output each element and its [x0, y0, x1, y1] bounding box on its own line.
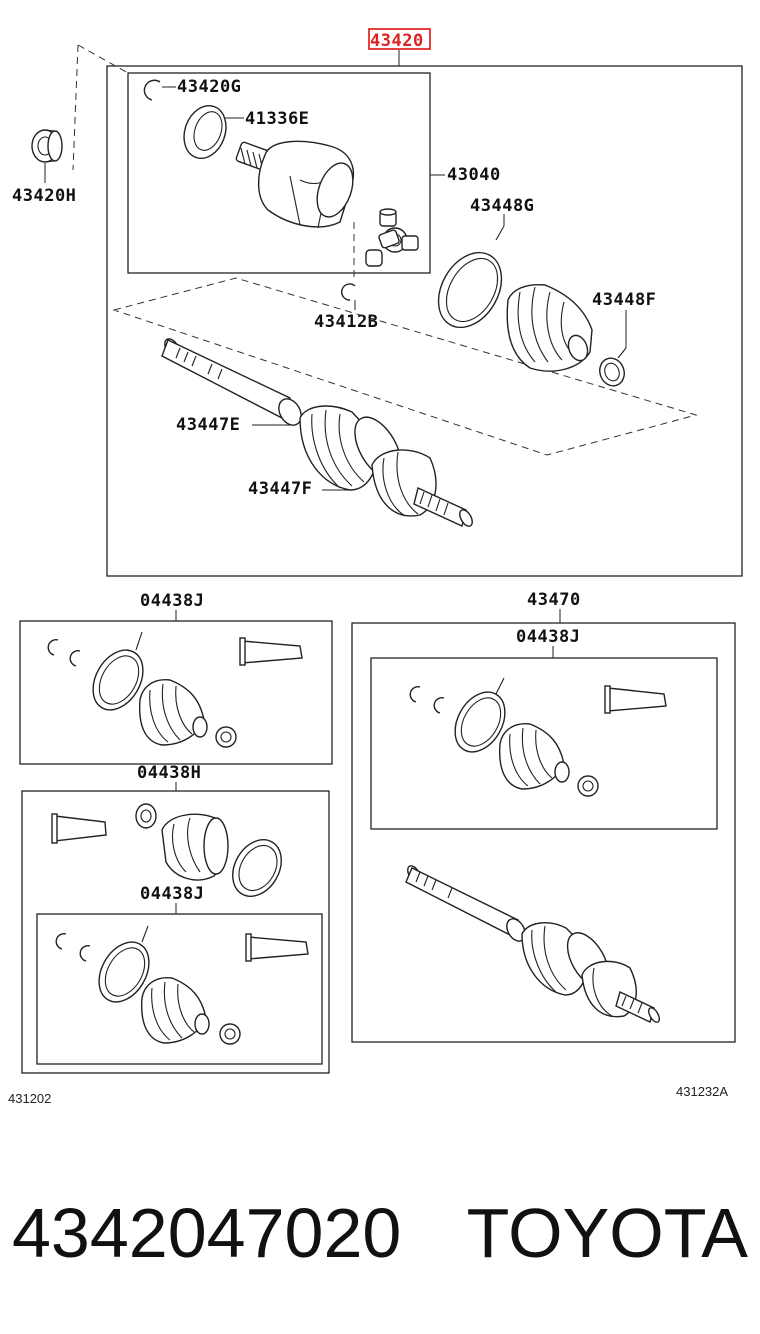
label-boot-kit-j-top[interactable]: 04438J [140, 591, 204, 611]
label-snap-ring-g[interactable]: 43420G [177, 77, 241, 97]
label-boot-clamp-g[interactable]: 43448G [470, 196, 534, 216]
shaft-set-driveshaft-part [405, 865, 660, 1023]
boot-kit-j-bottom-parts [55, 925, 309, 1045]
snap-ring-b-part [341, 283, 356, 301]
boot-kit-j-top-parts [47, 631, 303, 748]
label-boot-kit-j-right[interactable]: 04438J [516, 627, 580, 647]
assembly-highlight-box [368, 28, 431, 50]
boot-kit-j-right-frame [370, 657, 718, 830]
boot-kit-boot-part [506, 283, 593, 372]
label-shaft-set[interactable]: 43470 [527, 590, 581, 610]
drive-shaft-assembly-part [161, 338, 473, 527]
shaft-set-frame [351, 622, 736, 1043]
label-clamp-e[interactable]: 43447E [176, 415, 240, 435]
label-seal-h[interactable]: 43420H [12, 186, 76, 206]
snap-ring-g-part [143, 79, 161, 101]
boot-clamp-g-part [437, 225, 505, 329]
label-dust-seal[interactable]: 41336E [245, 109, 309, 129]
boot-clamp-f-part [599, 347, 627, 387]
boot-kit-dashed-outline [112, 277, 698, 456]
caption-brand-name: TOYOTA [466, 1194, 748, 1272]
inboard-joint-housing-part [235, 140, 355, 229]
boot-kit-h-frame [21, 790, 330, 1074]
caption-part-number: 4342047020 [12, 1194, 402, 1272]
assembly-frame [106, 65, 743, 577]
figure-code-left: 431202 [8, 1091, 51, 1106]
label-snap-ring-b[interactable]: 43412B [314, 312, 378, 332]
label-boot-kit-h[interactable]: 04438H [137, 763, 201, 783]
boot-kit-j-right-parts [409, 677, 667, 797]
label-assembly[interactable]: 43420 [370, 31, 424, 51]
figure-code-right: 431232A [676, 1084, 728, 1099]
tripod-spider-part [365, 208, 419, 267]
label-clamp-f[interactable]: 43447F [248, 479, 312, 499]
caption-bar: 4342047020 TOYOTA [12, 1188, 748, 1278]
boot-kit-j-top-frame [19, 620, 333, 765]
dust-seal-part [183, 105, 227, 159]
label-boot-clamp-f[interactable]: 43448F [592, 290, 656, 310]
inboard-joint-frame [127, 72, 431, 274]
label-boot-kit-j-bottom[interactable]: 04438J [140, 884, 204, 904]
boot-kit-h-parts [51, 803, 282, 897]
seal-43420h-part [31, 129, 63, 163]
boot-kit-j-bottom-frame [36, 913, 323, 1065]
label-inboard-joint[interactable]: 43040 [447, 165, 501, 185]
